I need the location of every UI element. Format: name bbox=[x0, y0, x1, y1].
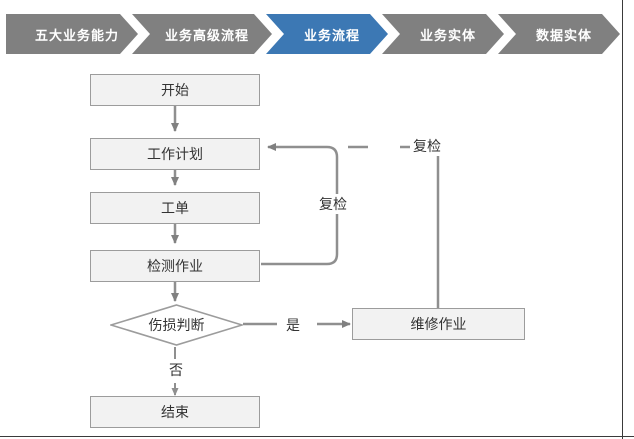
breadcrumb-item-3-active[interactable]: 业务流程 bbox=[266, 14, 388, 54]
breadcrumb-item-3-label: 业务流程 bbox=[303, 27, 360, 43]
node-repair-task[interactable]: 维修作业 bbox=[352, 308, 525, 340]
breadcrumb-item-5[interactable]: 数据实体 bbox=[498, 14, 620, 54]
flowchart: 开始 工作计划 工单 检测作业 伤损判断 维修作业 结束 复检 复检 是 否 bbox=[0, 58, 634, 436]
node-damage-decision[interactable]: 伤损判断 bbox=[110, 304, 243, 346]
breadcrumb-item-2[interactable]: 业务高级流程 bbox=[132, 14, 272, 54]
node-start-label: 开始 bbox=[161, 82, 189, 98]
edge-label-no: 否 bbox=[166, 360, 186, 380]
node-start[interactable]: 开始 bbox=[90, 74, 260, 106]
diamond-shape-icon bbox=[110, 304, 243, 346]
breadcrumb-item-5-label: 数据实体 bbox=[535, 27, 592, 43]
breadcrumb-item-1[interactable]: 五大业务能力 bbox=[6, 14, 138, 54]
node-end-label: 结束 bbox=[161, 404, 189, 420]
edge-label-recheck-outer: 复检 bbox=[410, 136, 444, 156]
node-work-plan[interactable]: 工作计划 bbox=[90, 138, 260, 170]
edge-recheck-outer-loop bbox=[400, 145, 440, 320]
frame-right-border bbox=[622, 0, 623, 439]
breadcrumb-item-2-label: 业务高级流程 bbox=[164, 27, 249, 43]
breadcrumb-item-1-label: 五大业务能力 bbox=[34, 27, 119, 43]
node-work-order[interactable]: 工单 bbox=[90, 192, 260, 224]
node-work-order-label: 工单 bbox=[161, 200, 189, 216]
node-end[interactable]: 结束 bbox=[90, 396, 260, 428]
edge-label-yes: 是 bbox=[283, 315, 303, 335]
node-work-plan-label: 工作计划 bbox=[147, 146, 203, 162]
edge-label-recheck-inner: 复检 bbox=[316, 194, 350, 214]
node-damage-decision-label: 伤损判断 bbox=[148, 317, 205, 333]
node-inspection-task-label: 检测作业 bbox=[147, 258, 203, 274]
breadcrumb: 五大业务能力 业务高级流程 业务流程 业务实体 数据实体 bbox=[6, 14, 620, 54]
flowchart-connectors bbox=[171, 106, 440, 396]
node-inspection-task[interactable]: 检测作业 bbox=[90, 250, 260, 282]
breadcrumb-item-4-label: 业务实体 bbox=[419, 27, 476, 43]
frame-bottom-border bbox=[0, 436, 634, 437]
node-repair-task-label: 维修作业 bbox=[410, 316, 467, 332]
breadcrumb-item-4[interactable]: 业务实体 bbox=[382, 14, 504, 54]
